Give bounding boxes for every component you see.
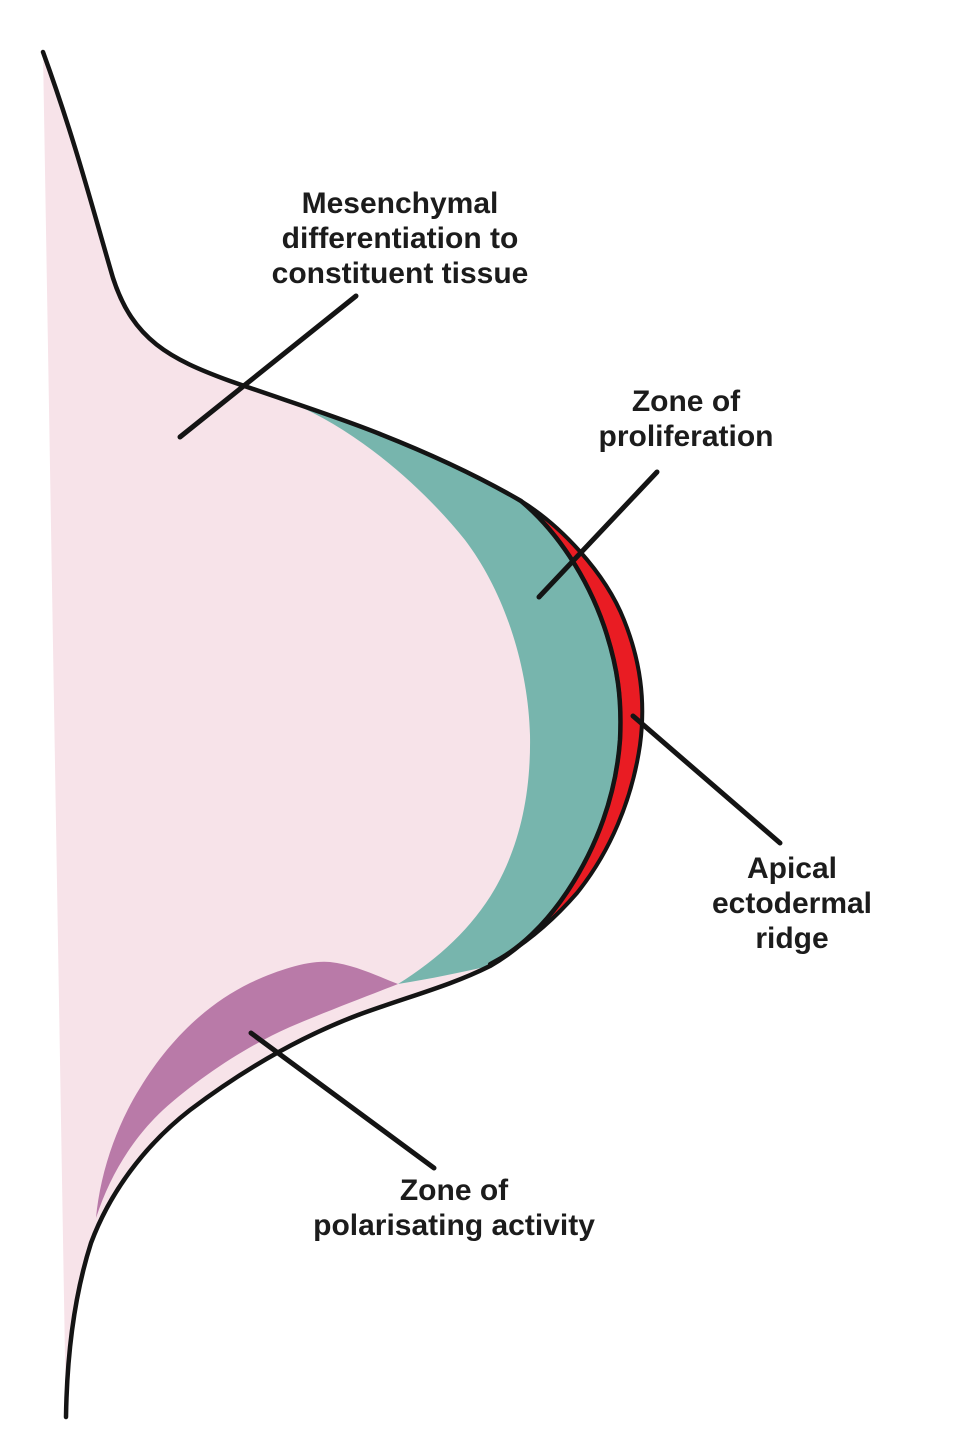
mesenchymal-leader-line	[177, 293, 359, 440]
zone-of-proliferation-region	[303, 408, 621, 984]
apical-ectodermal-ridge-leader-line	[630, 713, 783, 846]
polarising-activity-leader-line	[248, 1030, 437, 1171]
label-zone-of-polarising-activity: Zone of polarisating activity	[313, 1174, 595, 1242]
body-outline	[40, 49, 623, 1420]
zone-of-polarising-activity-region	[96, 961, 398, 1218]
proliferation-leader-line	[536, 469, 660, 600]
label-zone-of-proliferation: Zone of proliferation	[598, 385, 774, 453]
label-apical-ectodermal-ridge: Apical ectodermal ridge	[711, 852, 873, 955]
label-mesenchymal-differentiation: Mesenchymal differentiation to constitue…	[271, 187, 529, 290]
